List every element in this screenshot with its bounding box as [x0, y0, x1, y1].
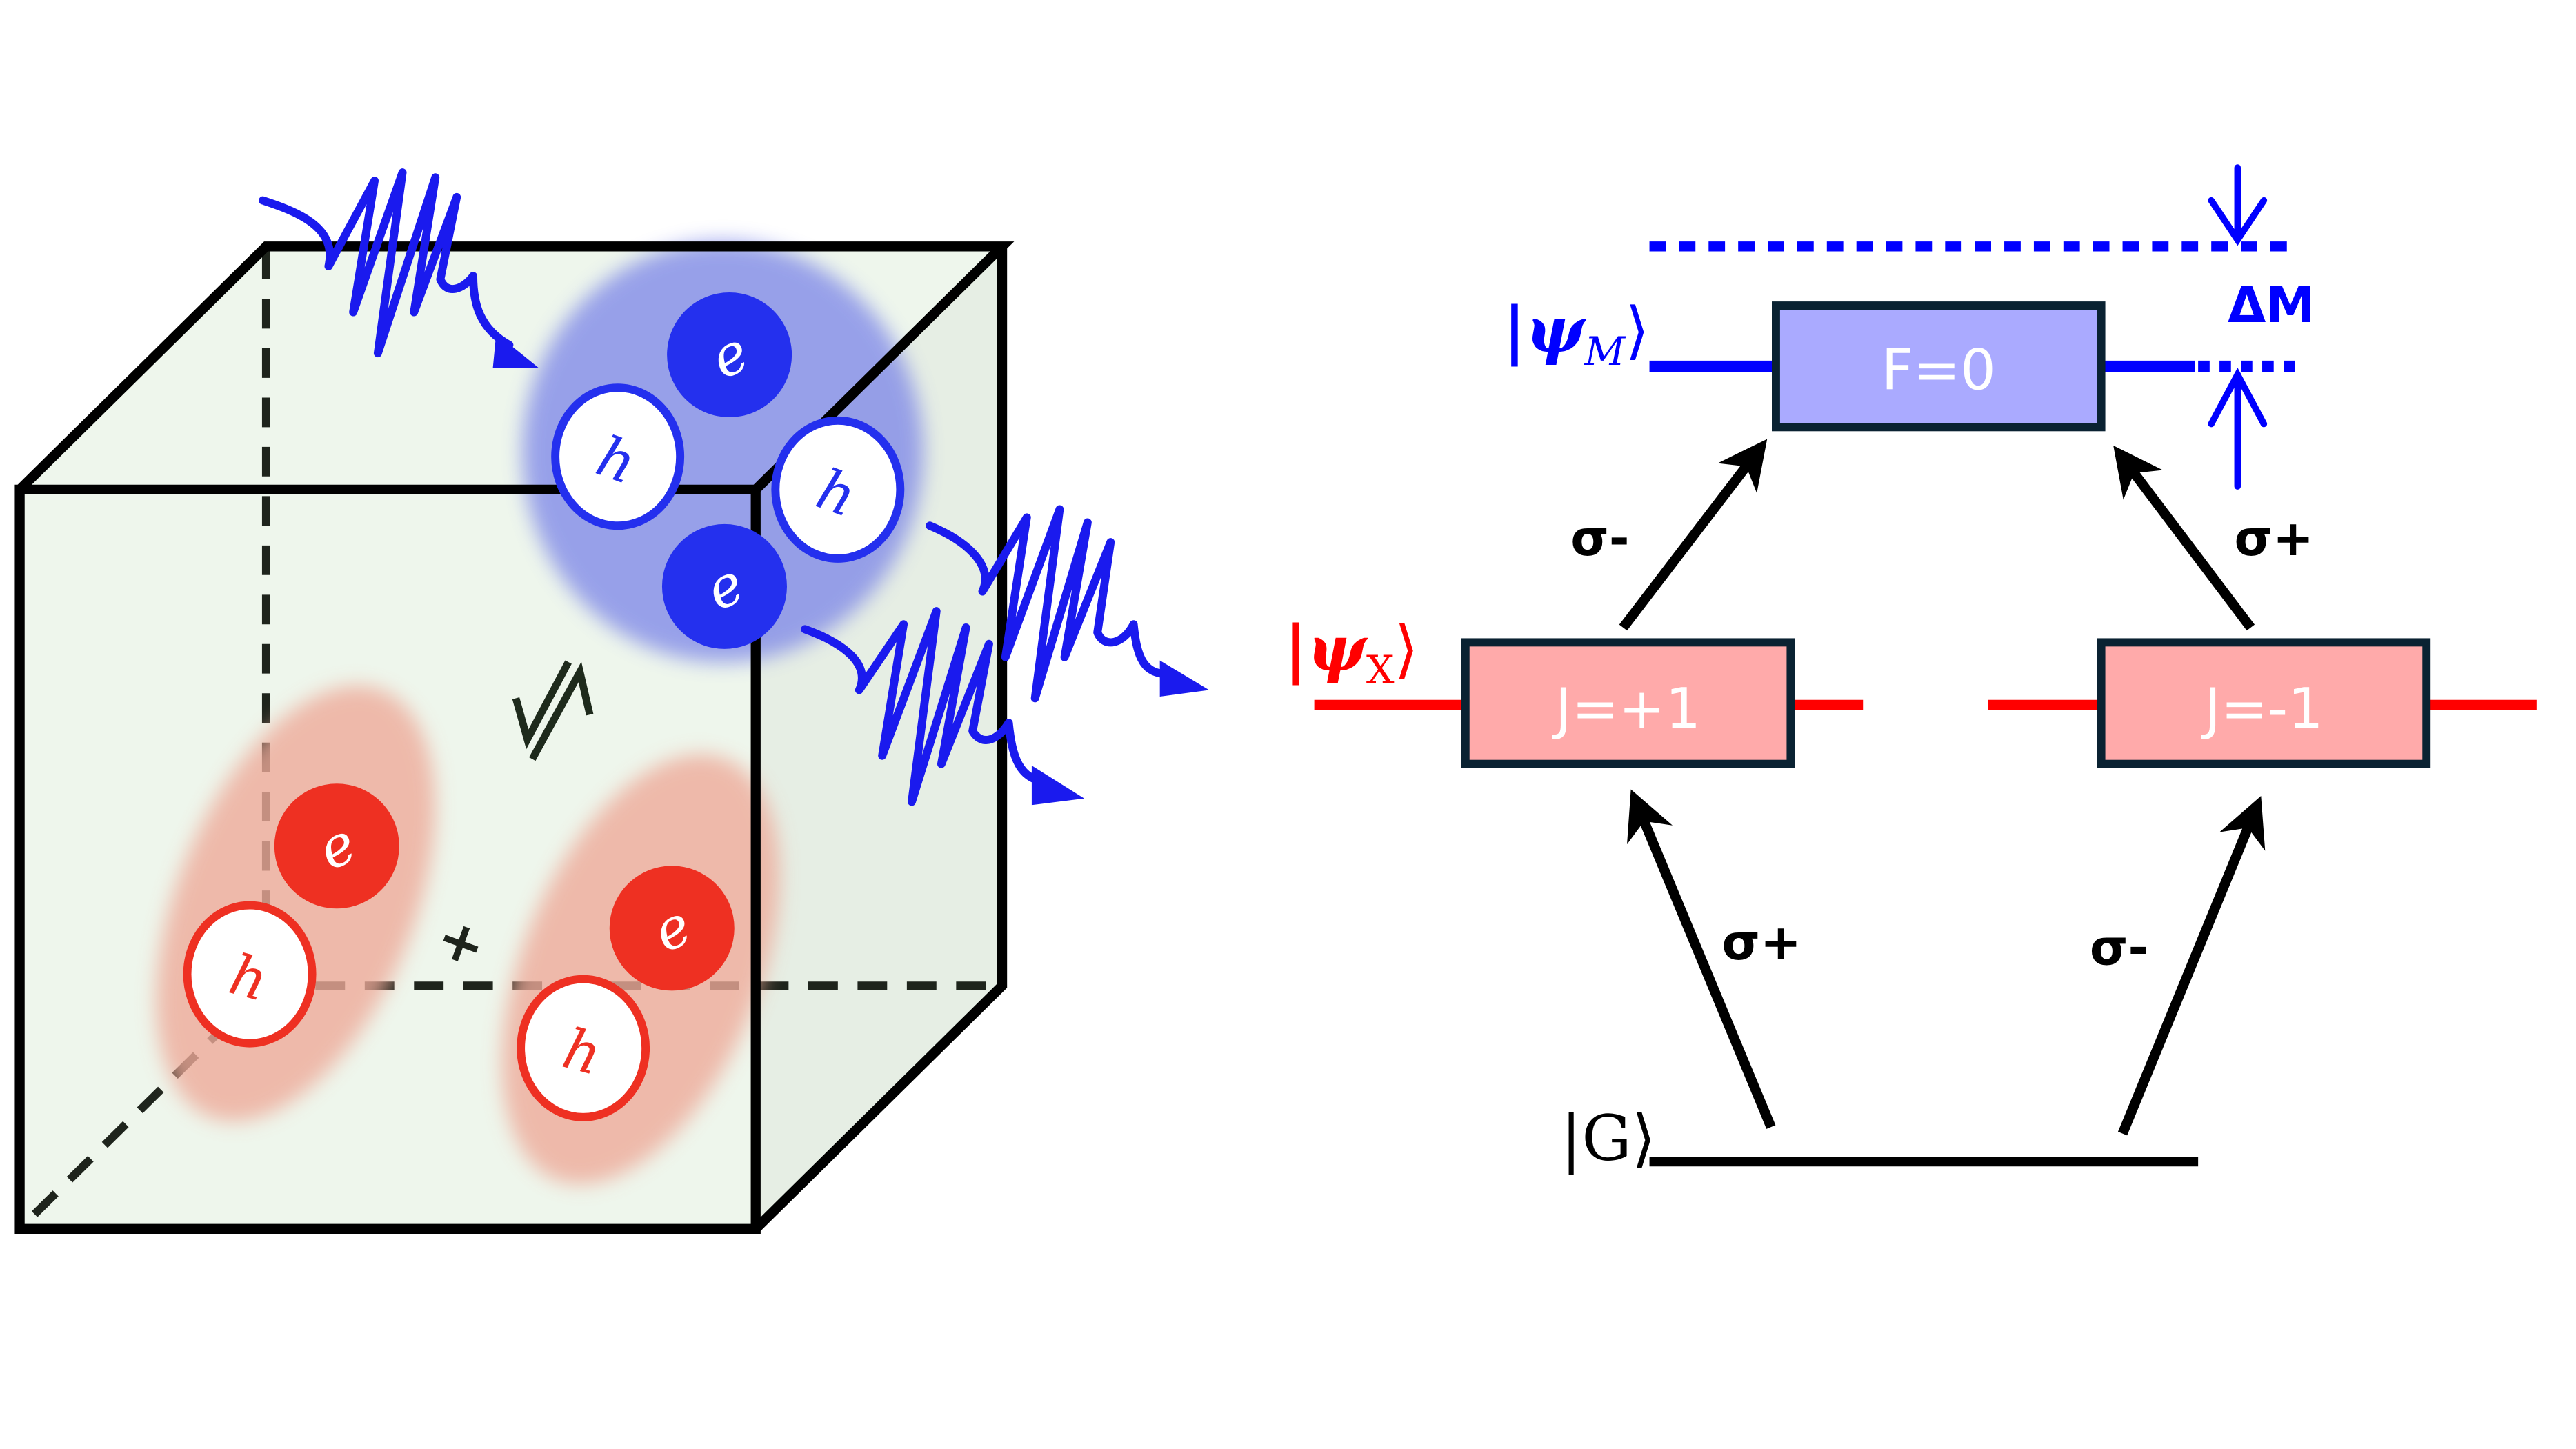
hole-particle: h: [551, 383, 685, 530]
sigma-minus-label-ground-to-minus: σ-: [2090, 919, 2148, 976]
exciton-minus-state-label: J=-1: [2201, 677, 2323, 741]
molecule-exciton: e h h e: [551, 292, 905, 649]
sigma-plus-label-minus-to-molecule: σ+: [2235, 510, 2315, 567]
exciton-plus-state-box: [1461, 638, 1795, 768]
hole-particle: h: [517, 975, 650, 1121]
molecule-state-box: [1772, 301, 2106, 432]
exciton-minus-state-box: [2097, 638, 2431, 768]
hole-particle: h: [183, 901, 317, 1048]
molecule-state-label: F=0: [1881, 339, 1996, 403]
exciton-ket-label: |ψX⟩: [1285, 612, 1419, 693]
energy-level-diagram: F=0 |ψM⟩ ΔM J=+1 J=-1 |ψX⟩ |G⟩: [1285, 164, 2537, 1175]
electron-particle: e: [667, 292, 792, 418]
transition-arrow-ground-to-minus: [2117, 795, 2266, 1136]
transition-arrow-minus-to-molecule: [2113, 446, 2255, 631]
binding-energy-arrows: [2208, 164, 2268, 490]
transition-arrow-ground-to-plus: [1627, 789, 1776, 1129]
transition-arrow-plus-to-molecule: [1619, 439, 1768, 631]
electron-particle: e: [274, 783, 399, 909]
electron-particle: e: [609, 866, 735, 991]
hole-particle: h: [771, 416, 905, 563]
electron-particle: e: [661, 523, 787, 649]
cube-edges: [14, 241, 1015, 1234]
sigma-minus-label-plus-to-molecule: σ-: [1570, 510, 1629, 567]
binding-energy-label: ΔM: [2228, 277, 2315, 334]
molecule-ket-label: |ψM⟩: [1504, 294, 1650, 374]
exciton-2: e h: [517, 866, 735, 1121]
emitted-photon-1-icon: [926, 505, 1210, 703]
equilibrium-symbol-icon: [512, 660, 594, 761]
emitted-photon-2-icon: [801, 607, 1085, 806]
sigma-plus-label-ground-to-plus: σ+: [1721, 914, 1801, 971]
cube: + e h h e e: [14, 168, 1210, 1234]
exciton-1: e h: [183, 783, 399, 1048]
ground-ket-label: |G⟩: [1561, 1103, 1656, 1175]
incoming-photon-icon: [259, 168, 539, 368]
exciton-plus-state-label: J=+1: [1552, 677, 1701, 741]
